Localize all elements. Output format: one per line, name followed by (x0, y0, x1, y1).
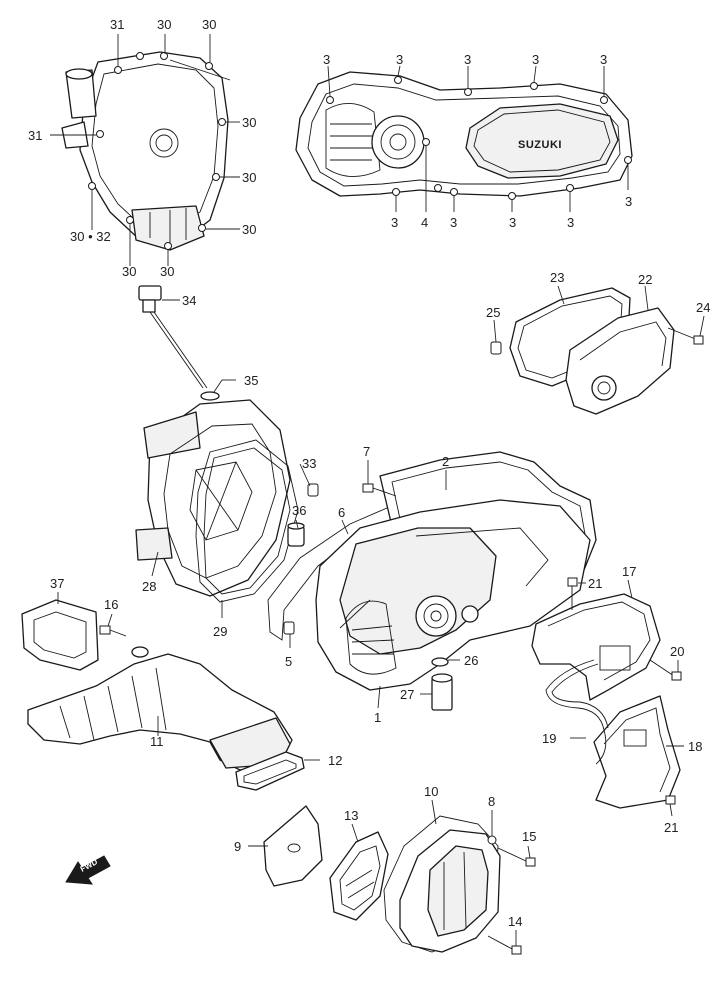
callout-3: 3 (450, 215, 457, 230)
callout-19: 19 (542, 731, 556, 746)
cvt-cover-bolts (326, 76, 632, 200)
air-filter-element-37 (21, 599, 99, 671)
bolt-20 (649, 659, 682, 681)
guard-18 (593, 695, 681, 809)
callout-3: 3 (391, 215, 398, 230)
callout-11: 11 (150, 734, 164, 749)
callout-31: 31 (28, 128, 42, 143)
callout-3: 3 (567, 215, 574, 230)
callout-25: 25 (486, 305, 500, 320)
callout-33: 33 (302, 456, 316, 471)
callout-9: 9 (234, 839, 241, 854)
callout-36: 36 (292, 503, 306, 518)
gear-cover (565, 307, 675, 415)
callout-30-32: 30 • 32 (70, 229, 111, 244)
gasket-29 (195, 439, 299, 603)
callout-30: 30 (157, 17, 171, 32)
callout-1: 1 (374, 710, 381, 725)
callout-3: 3 (323, 52, 330, 67)
callout-12: 12 (328, 753, 342, 768)
leader-lines (50, 34, 705, 946)
callout-30: 30 (202, 17, 216, 32)
callout-20: 20 (670, 644, 684, 659)
bolt-16 (99, 625, 127, 637)
callout-21: 21 (664, 820, 678, 835)
callout-21: 21 (588, 576, 602, 591)
callout-30: 30 (122, 264, 136, 279)
bolt-14 (487, 935, 522, 955)
callout-3: 3 (600, 52, 607, 67)
callout-37: 37 (50, 576, 64, 591)
crankcase-inner-cover-28 (135, 399, 291, 597)
callout-3: 3 (509, 215, 516, 230)
callout-6: 6 (338, 505, 345, 520)
o-ring-35 (200, 391, 220, 401)
generator-cover-bolts (88, 52, 226, 250)
generator-cover (61, 51, 231, 251)
crankcase-cover-1 (315, 499, 591, 691)
intake-duct-11 (27, 646, 293, 771)
callout-26: 26 (464, 653, 478, 668)
gasket-12 (235, 751, 305, 791)
callout-30: 30 (242, 170, 256, 185)
callout-7: 7 (363, 444, 370, 459)
callout-3: 3 (532, 52, 539, 67)
plate-9 (263, 805, 323, 887)
callout-13: 13 (344, 808, 358, 823)
hose-19 (545, 659, 609, 765)
callout-labels: 31 30 30 31 30 30 30 30 • 32 30 30 3 3 3… (28, 17, 710, 929)
callout-27: 27 (400, 687, 414, 702)
bolt-24 (667, 327, 704, 345)
dowel-5 (283, 621, 295, 635)
suzuki-logo: SUZUKI (518, 139, 562, 151)
callout-30: 30 (242, 222, 256, 237)
callout-28: 28 (142, 579, 156, 594)
callout-34: 34 (182, 293, 196, 308)
callout-3: 3 (464, 52, 471, 67)
callout-31: 31 (110, 17, 124, 32)
callout-35: 35 (244, 373, 258, 388)
bolt-21-bottom (665, 795, 676, 805)
cover-10 (399, 829, 501, 953)
pipe-36 (287, 522, 305, 547)
callout-18: 18 (688, 739, 702, 754)
callout-22: 22 (638, 272, 652, 287)
callout-17: 17 (622, 564, 636, 579)
dowel-25 (490, 341, 502, 355)
callout-15: 15 (522, 829, 536, 844)
callout-24: 24 (696, 300, 710, 315)
callout-3: 3 (625, 194, 632, 209)
callout-8: 8 (488, 794, 495, 809)
bolt-15 (497, 847, 536, 867)
callout-30: 30 (160, 264, 174, 279)
callout-16: 16 (104, 597, 118, 612)
callout-14: 14 (508, 914, 522, 929)
oil-seal-26 (431, 657, 449, 667)
bolt-21-top (567, 577, 578, 610)
cover-17 (531, 593, 661, 701)
forward-direction-arrow: FWD (65, 855, 111, 885)
callout-10: 10 (424, 784, 438, 799)
callout-5: 5 (285, 654, 292, 669)
callout-4: 4 (421, 215, 428, 230)
callout-30: 30 (242, 115, 256, 130)
callout-23: 23 (550, 270, 564, 285)
guard-13 (329, 831, 389, 921)
dowel-33 (307, 483, 319, 497)
callout-3: 3 (396, 52, 403, 67)
cvt-outer-cover: SUZUKI (295, 71, 633, 197)
bolt-8 (487, 835, 497, 845)
callout-2: 2 (442, 454, 449, 469)
oil-level-gauge-34 (138, 285, 208, 389)
callout-29: 29 (213, 624, 227, 639)
filter-27 (431, 673, 453, 711)
